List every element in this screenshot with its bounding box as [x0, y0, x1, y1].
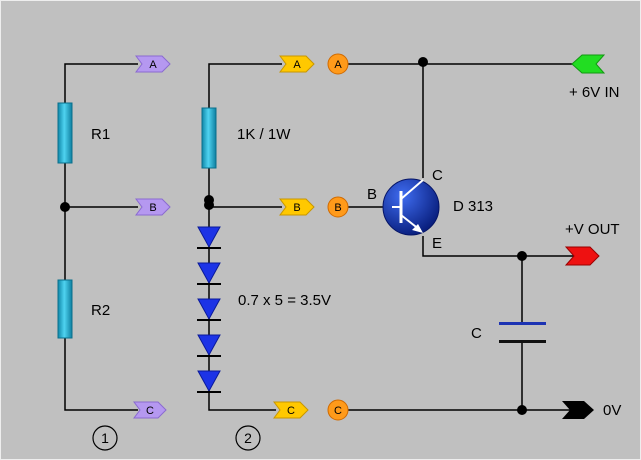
svg-text:B: B	[334, 202, 341, 214]
ground-arrow	[562, 401, 594, 419]
transistor-label: D 313	[453, 198, 493, 215]
connector-b-1: B	[135, 198, 171, 216]
connector-c-1: C	[133, 401, 167, 419]
circuit-1: R1 R2 A B C 1	[57, 55, 171, 451]
diode	[197, 226, 221, 249]
svg-text:B: B	[149, 202, 156, 214]
circuit-number-1	[92, 425, 118, 451]
junction-dot	[517, 405, 527, 415]
svg-text:A: A	[334, 59, 342, 71]
circuit-number-2	[235, 425, 261, 451]
pin-emitter-label: E	[432, 235, 442, 252]
pin-collector-label: C	[432, 167, 443, 184]
diode	[197, 262, 221, 285]
node-c: C	[327, 399, 349, 421]
svg-text:A: A	[293, 59, 301, 71]
svg-text:B: B	[293, 202, 300, 214]
capacitor	[499, 322, 546, 343]
connector-b-2: B	[279, 198, 315, 216]
diode	[197, 370, 221, 393]
svg-text:A: A	[149, 59, 157, 71]
ground-label: 0V	[603, 402, 621, 419]
node-a: A	[327, 53, 349, 75]
pin-base-label: B	[367, 186, 377, 203]
connector-a-1: A	[135, 55, 171, 73]
diode	[197, 334, 221, 357]
input-label: + 6V IN	[569, 84, 619, 101]
circuit-number-1-label: 1	[101, 430, 109, 446]
label-1k: 1K / 1W	[237, 126, 291, 143]
diode	[197, 298, 221, 321]
junction-dot	[204, 200, 214, 210]
output-label: +V OUT	[565, 221, 620, 238]
svg-text:C: C	[334, 405, 342, 417]
input-arrow	[571, 54, 606, 74]
junction-dot	[418, 57, 428, 67]
resistor-r1	[57, 102, 73, 164]
output-arrow	[564, 246, 600, 266]
node-b: B	[327, 196, 349, 218]
circuit-2: 1K / 1W 0.7 x 5 = 3.5V	[197, 55, 331, 451]
circuit-1-rail	[64, 63, 138, 411]
circuit-number-2-label: 2	[244, 430, 252, 446]
label-diode-string: 0.7 x 5 = 3.5V	[238, 292, 331, 309]
resistor-1k	[201, 107, 217, 169]
label-r2: R2	[91, 302, 110, 319]
connector-a-2: A	[279, 55, 315, 73]
capacitor-label: C	[471, 325, 482, 342]
transistor-d313	[382, 178, 440, 236]
svg-text:C: C	[146, 405, 154, 417]
label-r1: R1	[91, 126, 110, 143]
connector-c-2: C	[273, 401, 309, 419]
diode-string	[197, 226, 221, 393]
resistor-r2	[57, 279, 73, 339]
regulator-circuit: A B C B C E D 313 C	[327, 53, 621, 421]
svg-text:C: C	[287, 405, 295, 417]
junction-dot	[60, 202, 70, 212]
